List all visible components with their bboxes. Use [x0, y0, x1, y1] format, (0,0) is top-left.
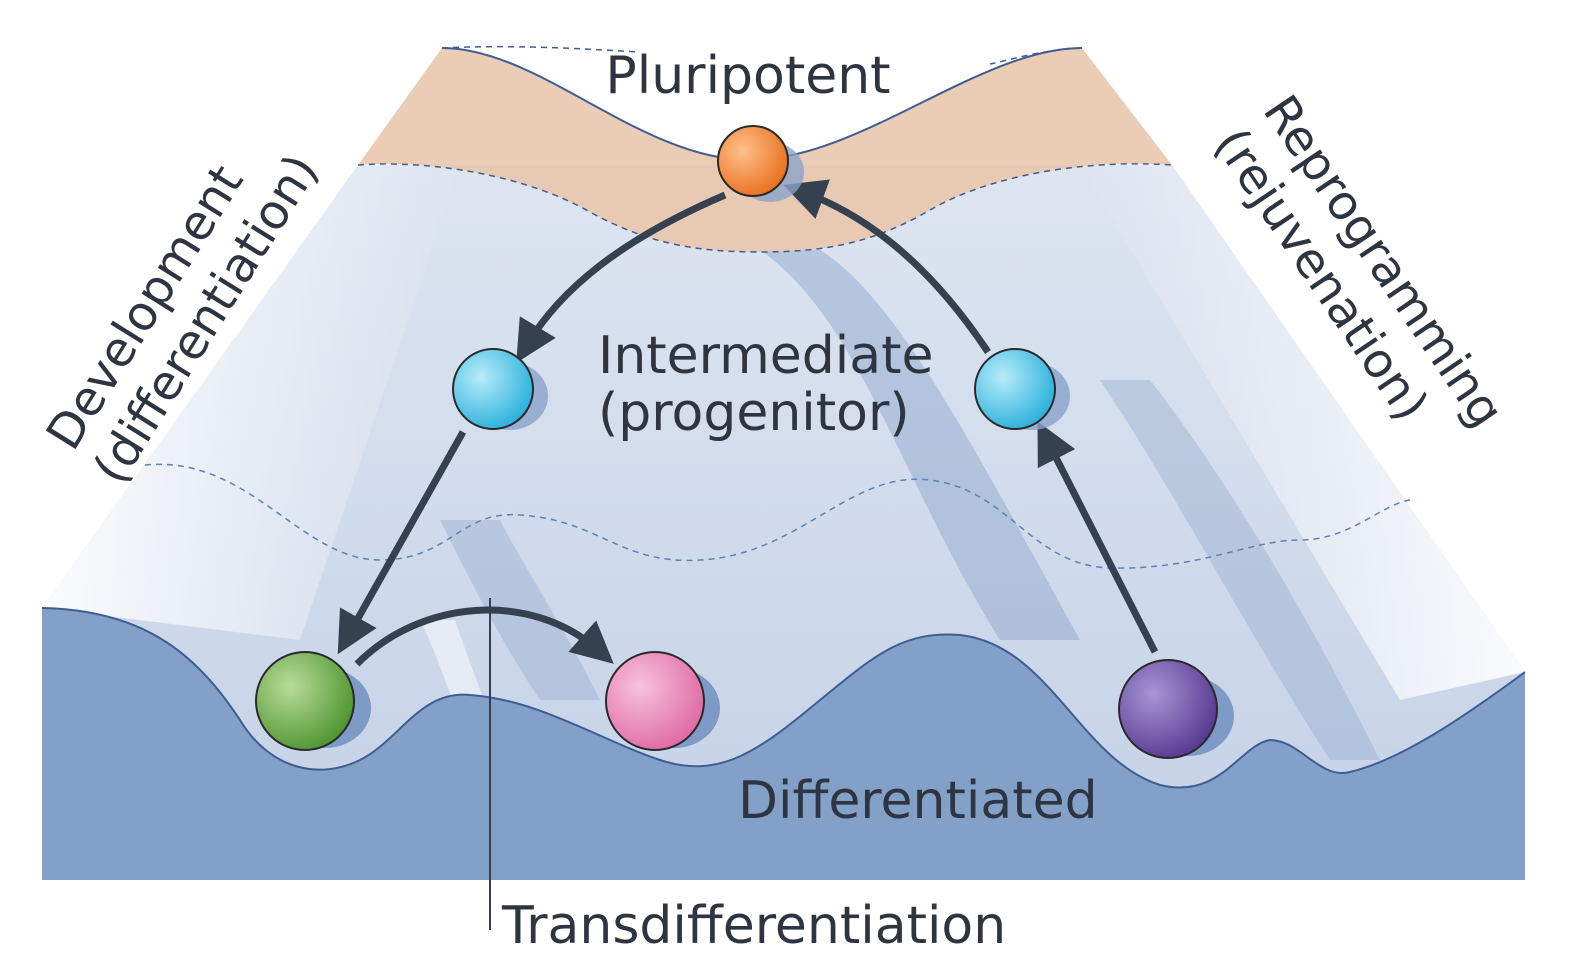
transdifferentiation-label: Transdifferentiation [501, 896, 1006, 956]
valley-shadow [760, 250, 1080, 640]
landscape-right-highlight [1080, 165, 1525, 700]
differentiated-cell-green [255, 651, 371, 751]
progenitor-label: (progenitor) [598, 383, 910, 443]
landscape-left-highlight [42, 165, 460, 640]
intermediate-label: Intermediate [598, 326, 934, 386]
differentiated-floor [42, 608, 1525, 880]
valley-shadow [1100, 380, 1380, 760]
development-arrow-upper [516, 191, 727, 364]
reprogramming-arrow-upper [783, 179, 991, 354]
differentiated-floor-edge [41, 607, 1526, 789]
development-arrow-lower [337, 430, 467, 655]
differentiated-cell-pink [605, 651, 720, 751]
pluripotent-label: Pluripotent [605, 46, 890, 106]
pluripotent-dashed-top [441, 45, 1083, 65]
pluripotent-zone [358, 48, 1172, 252]
differentiated-cell-purple [1118, 659, 1234, 759]
intermediate-cell-right [974, 348, 1070, 430]
pluripotent-dashed-boundary [357, 163, 1173, 253]
pluripotent-cell [717, 125, 804, 202]
intermediate-cell-left [452, 348, 548, 430]
differentiated-label: Differentiated [738, 771, 1098, 831]
transdifferentiation-arrow [354, 606, 614, 667]
reprogramming-arrow-lower [1037, 421, 1159, 654]
